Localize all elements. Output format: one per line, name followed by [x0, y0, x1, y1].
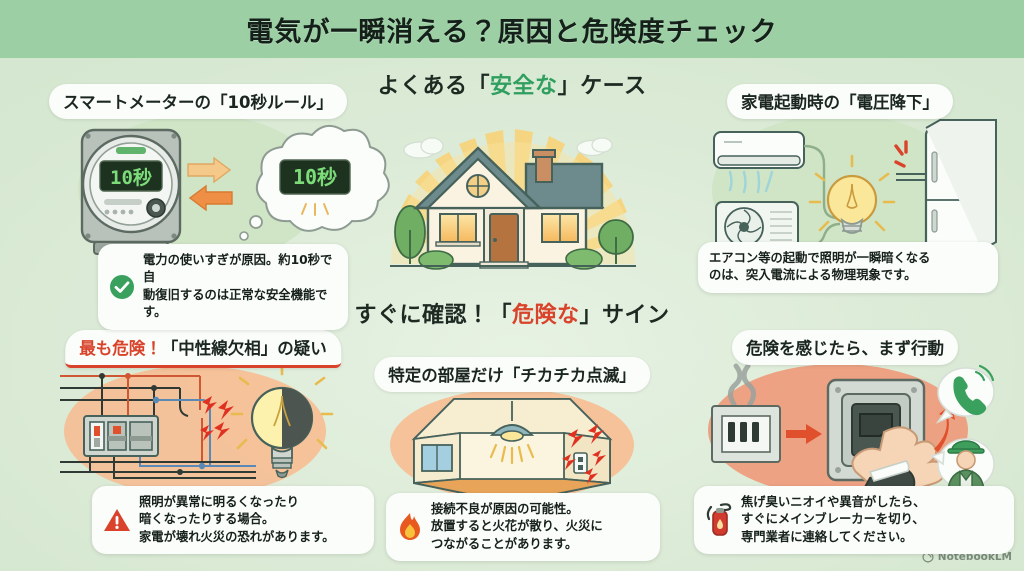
spark-icon	[894, 140, 908, 168]
card-title-voltage-drop: 家電起動時の「電圧降下」	[727, 84, 953, 119]
caption-smart-meter: 電力の使いすぎが原因。約10秒で自 動復旧するのは正常な安全機能です。	[98, 244, 348, 330]
caption-text-neutral-loss: 照明が異常に明るくなったり 暗くなったりする場合。 家電が壊れ火災の恐れがありま…	[139, 494, 335, 546]
caption-flicker: 接続不良が原因の可能性。 放置すると火花が散り、火災に つながることがあります。	[386, 493, 660, 562]
phone-bubble	[935, 364, 995, 424]
card-smart-meter: スマートメーターの「10秒ルール」 10秒	[48, 84, 390, 330]
section-heading-danger: すぐに確認！「危険な」サイン	[0, 297, 1024, 329]
caption-line: すぐにメインブレーカーを切り、	[741, 512, 925, 527]
caption-line: エアコン等の起動で照明が一瞬暗くなる	[709, 251, 931, 265]
caption-line: 接続不良が原因の可能性。	[431, 502, 579, 516]
old-breaker-box-icon	[711, 405, 781, 463]
card-flicker: 特定の部屋だけ「チカチカ点滅」	[366, 357, 660, 562]
breaker-panel-icon	[83, 415, 159, 457]
caption-text-take-action: 焦げ臭いニオイや異音がしたら、 すぐにメインブレーカーを切り、 専門業者に連絡し…	[741, 494, 925, 546]
section-danger-highlight: 危険な	[511, 303, 580, 328]
caption-neutral-loss: 照明が異常に明るくなったり 暗くなったりする場合。 家電が壊れ火災の恐れがありま…	[92, 486, 374, 555]
section-danger-quote-close: 」	[579, 303, 603, 328]
card-title-flicker: 特定の部屋だけ「チカチカ点滅」	[374, 357, 650, 392]
caption-text-voltage-drop: エアコン等の起動で照明が一瞬暗くなる のは、突入電流による物理現象です。	[709, 250, 930, 285]
card-house-illustration	[378, 104, 648, 284]
caption-voltage-drop: エアコン等の起動で照明が一瞬暗くなる のは、突入電流による物理現象です。	[698, 242, 998, 293]
section-safe-quote-close: 」	[557, 74, 581, 99]
caption-text-flicker: 接続不良が原因の可能性。 放置すると火花が散り、火災に つながることがあります。	[431, 501, 603, 553]
thought-cloud: 10秒	[239, 124, 390, 241]
worker-bubble	[930, 438, 995, 491]
section-safe-prefix: よくある	[377, 74, 468, 99]
page-title: 電気が一瞬消える？原因と危険度チェック	[246, 16, 778, 48]
card-title-smart-meter: スマートメーターの「10秒ルール」	[49, 84, 347, 119]
air-conditioner-icon	[713, 131, 805, 194]
spark-icon	[200, 396, 234, 441]
section-heading-safe: よくある「安全な」ケース	[0, 68, 1024, 100]
caption-line: 焦げ臭いニオイや異音がしたら、	[741, 495, 926, 509]
section-safe-highlight: 安全な	[490, 74, 558, 99]
caption-line: つながることがあります。	[431, 536, 578, 551]
card-title-emphasis: 最も危険！	[79, 339, 162, 358]
caption-line: 電力の使いすぎが原因。約10秒で自	[143, 253, 333, 285]
poster-header: 電気が一瞬消える？原因と危険度チェック	[0, 0, 1024, 58]
house-illustration	[390, 129, 636, 270]
take-action-illustration	[711, 363, 995, 501]
section-danger-prefix: すぐに確認！	[354, 303, 490, 328]
caption-line: のは、突入電流による物理現象です。	[709, 268, 917, 283]
spark-icon	[562, 424, 606, 484]
smart-meter-illustration: 10秒 10秒	[80, 124, 390, 266]
caption-line: 照明が異常に明るくなったり	[139, 495, 299, 509]
caption-line: 動復旧するのは正常な安全機能です。	[143, 287, 328, 320]
tree-right	[598, 219, 634, 264]
caption-line: 家電が壊れ火災の恐れがあります。	[139, 529, 335, 544]
section-danger-suffix: サイン	[602, 303, 670, 328]
caption-line: 放置すると火花が散り、火災に	[431, 519, 603, 534]
section-safe-suffix: ケース	[580, 74, 647, 99]
notebooklm-icon	[922, 551, 934, 563]
outdoor-unit-icon	[715, 201, 799, 253]
check-circle-icon	[110, 274, 134, 299]
light-bulb-icon	[230, 364, 334, 479]
section-safe-quote-open: 「	[467, 74, 491, 99]
card-neutral-loss: 最も危険！「中性線欠相」の疑い	[48, 330, 374, 555]
section-danger-quote-open: 「	[489, 303, 512, 328]
card-voltage-drop: 家電起動時の「電圧降下」	[690, 84, 998, 293]
card-title-take-action: 危険を感じたら、まず行動	[732, 330, 958, 365]
light-bulb-icon	[808, 154, 896, 234]
flicker-room-illustration	[411, 398, 613, 505]
caption-line: 専門業者に連絡してください。	[741, 529, 913, 544]
warning-triangle-icon	[104, 509, 130, 532]
svg-text:10秒: 10秒	[293, 165, 337, 189]
meter-display-value: 10秒	[110, 166, 152, 189]
smoke-icon	[728, 363, 756, 407]
card-title-rest: 「中性線欠相」の疑い	[161, 339, 327, 358]
flame-icon	[400, 513, 420, 541]
caption-take-action: 焦げ臭いニオイや異音がしたら、 すぐにメインブレーカーを切り、 専門業者に連絡し…	[694, 486, 1014, 555]
neutral-loss-illustration	[60, 364, 334, 479]
caption-line: 暗くなったりする場合。	[139, 512, 275, 527]
card-take-action: 危険を感じたら、まず行動	[690, 330, 1014, 555]
fire-extinguisher-icon	[706, 503, 732, 536]
refrigerator-icon	[896, 119, 997, 252]
tree-left	[394, 205, 426, 264]
caption-text-smart-meter: 電力の使いすぎが原因。約10秒で自 動復旧するのは正常な安全機能です。	[143, 252, 337, 322]
card-title-neutral-loss: 最も危険！「中性線欠相」の疑い	[65, 330, 341, 368]
